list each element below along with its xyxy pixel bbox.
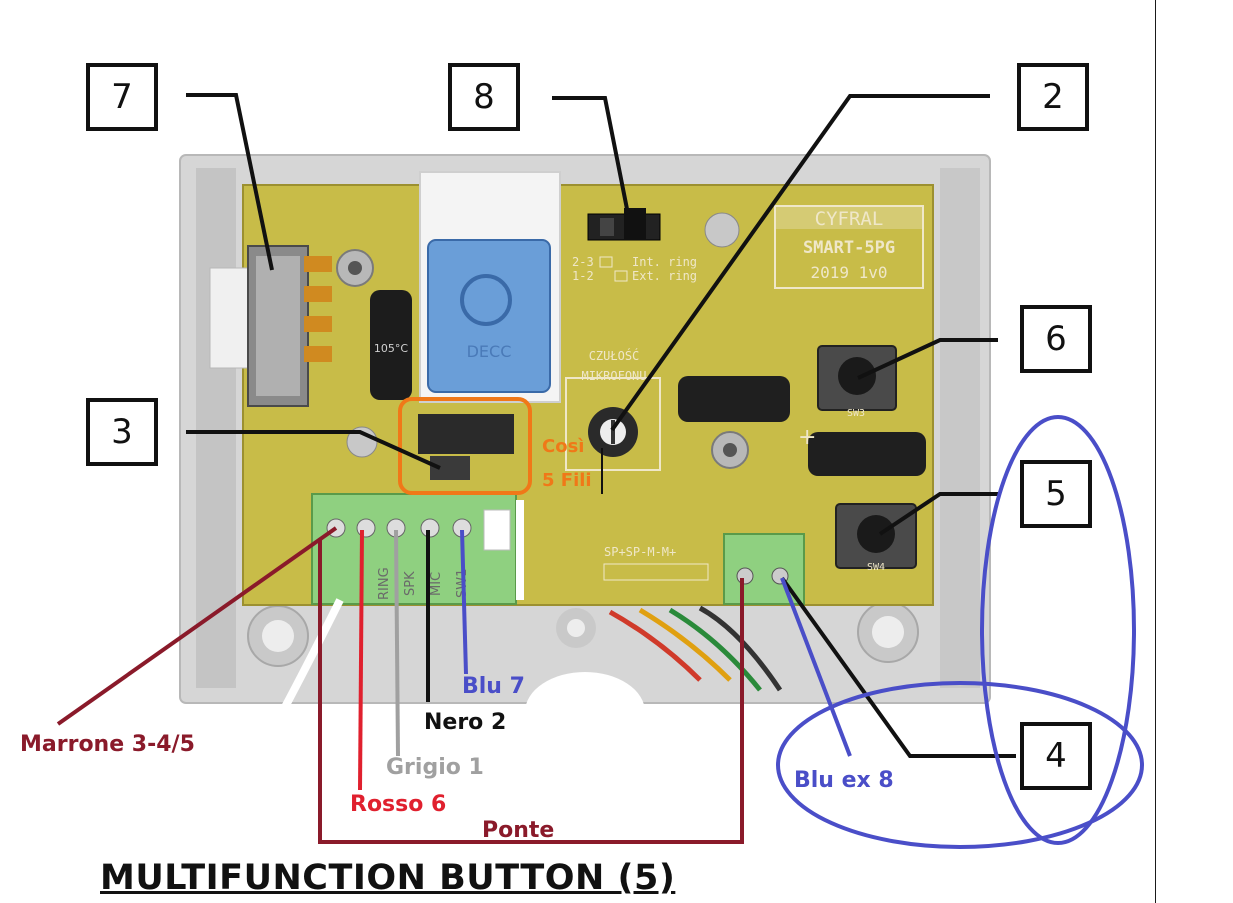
capacitor-right-bottom: + — [798, 425, 926, 476]
wire-line-marrone — [56, 526, 338, 726]
brand-box — [774, 205, 924, 289]
terminal-block-left — [311, 493, 517, 605]
leader-5 — [878, 492, 1000, 536]
enclosure-screw-posts — [247, 601, 919, 752]
label-grigio-1: Grigio 1 — [386, 755, 484, 780]
callout-8: 8 — [448, 63, 520, 131]
wire-line-ponte — [318, 540, 744, 844]
label-rosso-6: Rosso 6 — [350, 792, 447, 817]
jumper-int-label: Int. ring — [632, 255, 697, 269]
jumper-ext-label: Ext. ring — [632, 269, 697, 283]
capacitor-right-top — [678, 376, 790, 422]
jumper-ext-code: 1-2 — [572, 269, 594, 283]
terminal-top-label: SP+SP-M-M+ — [604, 545, 676, 559]
wire-line-rosso — [358, 529, 364, 791]
sensitivity-label-1: CZUŁOŚĆ — [589, 348, 640, 363]
blue-ellipse-horizontal — [776, 681, 1144, 849]
highlight-box-3 — [398, 397, 532, 495]
leader-4 — [780, 576, 1016, 758]
brand-text: CYFRAL — [815, 208, 884, 230]
cap-text: 105°C — [374, 342, 408, 355]
leader-3 — [186, 430, 441, 470]
callout-5: 5 — [1020, 460, 1092, 528]
wire-line-bluex8 — [780, 577, 852, 757]
terminal-label-mic: MIC — [429, 572, 444, 596]
jumper-header-3 — [418, 414, 514, 480]
jumper-int-code: 2-3 — [572, 255, 594, 269]
label-blu-7: Blu 7 — [462, 674, 525, 699]
jumper-header-8 — [587, 208, 661, 241]
wire-line-blu7 — [460, 529, 468, 675]
leader-6 — [857, 338, 998, 380]
sw3-label: SW3 — [847, 408, 865, 419]
wire-line-grigio — [394, 529, 400, 757]
leader-7 — [186, 93, 274, 271]
label-marrone: Marrone 3-4/5 — [20, 732, 195, 757]
slide-switch — [209, 245, 332, 407]
sensitivity-label-2: MIKROFONU — [581, 369, 646, 383]
callout-7: 7 — [86, 63, 158, 131]
page-title: MULTIFUNCTION BUTTON (5) — [100, 858, 676, 898]
relay: DECC — [419, 171, 561, 403]
page-divider-line — [1155, 0, 1156, 903]
push-button-sw3: SW3 — [817, 345, 897, 419]
callout-2: 2 — [1017, 63, 1089, 131]
model-text: SMART-5PG — [803, 238, 895, 258]
blue-ellipse-vertical — [980, 415, 1136, 845]
relay-brand-text: DECC — [467, 342, 512, 361]
callout-4: 4 — [1020, 722, 1092, 790]
label-blu-ex-8: Blu ex 8 — [794, 768, 894, 793]
label-ponte: Ponte — [482, 818, 555, 843]
callout-6: 6 — [1020, 305, 1092, 373]
potentiometer — [588, 407, 638, 457]
callout-3: 3 — [86, 398, 158, 466]
svg-text:+: + — [798, 425, 816, 450]
sw4-label: SW4 — [867, 562, 885, 573]
terminal-label-ring: RING — [377, 567, 392, 600]
leader-8 — [552, 96, 630, 215]
label-5-fili: 5 Fili — [542, 470, 592, 491]
version-text: 2019 1v0 — [810, 263, 887, 282]
push-button-sw4: SW4 — [835, 503, 917, 573]
terminal-label-spk: SPK — [403, 571, 418, 596]
label-nero-2: Nero 2 — [424, 710, 507, 735]
capacitor-left: 105°C — [370, 290, 412, 400]
label-cosi: Così — [542, 436, 585, 457]
leader-2 — [610, 94, 990, 432]
